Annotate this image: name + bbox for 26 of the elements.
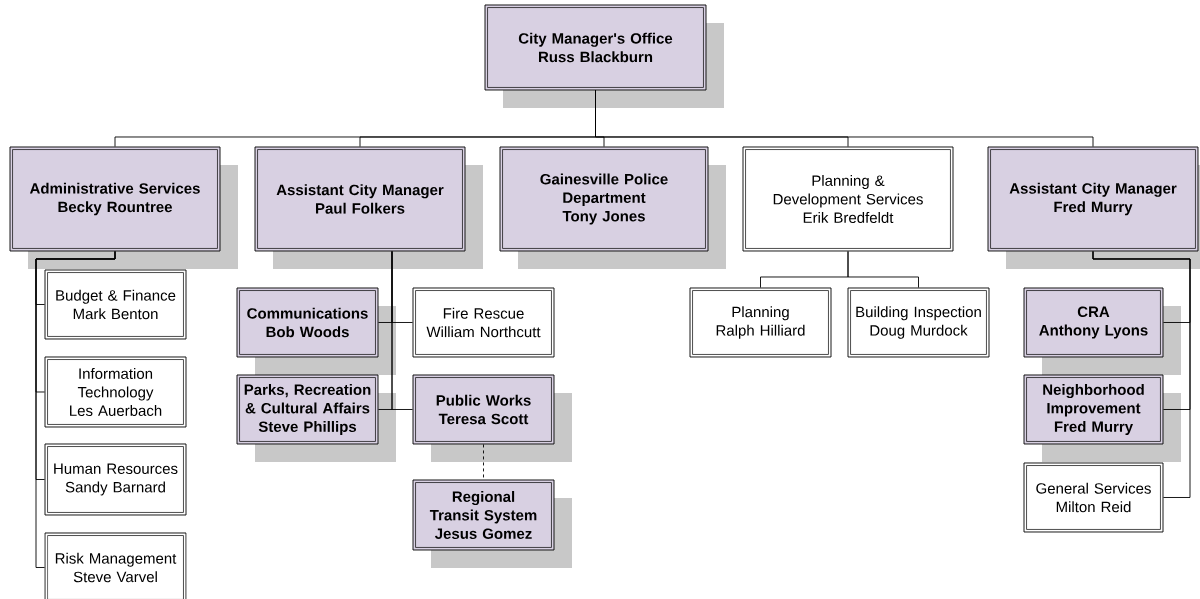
org-box: Public Works Teresa Scott (412, 374, 555, 445)
org-box: Gainesville Police Department Tony Jones (499, 146, 709, 252)
connector-line (35, 251, 116, 568)
org-box: CRA Anthony Lyons (1023, 287, 1164, 358)
org-box: Risk Management Steve Varvel (44, 532, 187, 599)
org-box: Planning & Development Services Erik Bredfeldt (742, 146, 954, 252)
org-box: Neighborhood Improvement Fred Murry (1023, 374, 1164, 445)
org-box: City Manager's Office Russ Blackburn (484, 4, 707, 91)
org-box: Building Inspection Doug Murdock (847, 287, 990, 358)
org-box: General Services Milton Reid (1023, 462, 1164, 533)
org-box: Assistant City Manager Paul Folkers (254, 146, 466, 252)
org-box: Budget & Finance Mark Benton (44, 269, 187, 340)
org-box: Regional Transit System Jesus Gomez (412, 479, 555, 551)
connector-line (1092, 251, 1191, 498)
org-box: Administrative Services Becky Rountree (9, 146, 221, 252)
connector-line (391, 251, 413, 410)
org-box: Information Technology Les Auerbach (44, 356, 187, 428)
org-box: Planning Ralph Hilliard (689, 287, 832, 358)
connector-line (847, 251, 919, 288)
org-box: Human Resources Sandy Barnard (44, 443, 187, 516)
org-box: Assistant City Manager Fred Murry (987, 146, 1199, 252)
connector-line (483, 444, 484, 480)
org-box: Fire Rescue William Northcutt (412, 287, 555, 358)
connector-line (595, 90, 1094, 147)
org-box: Communications Bob Woods (236, 287, 379, 358)
org-box: Parks, Recreation & Cultural Affairs Steve Phillips (236, 374, 379, 445)
